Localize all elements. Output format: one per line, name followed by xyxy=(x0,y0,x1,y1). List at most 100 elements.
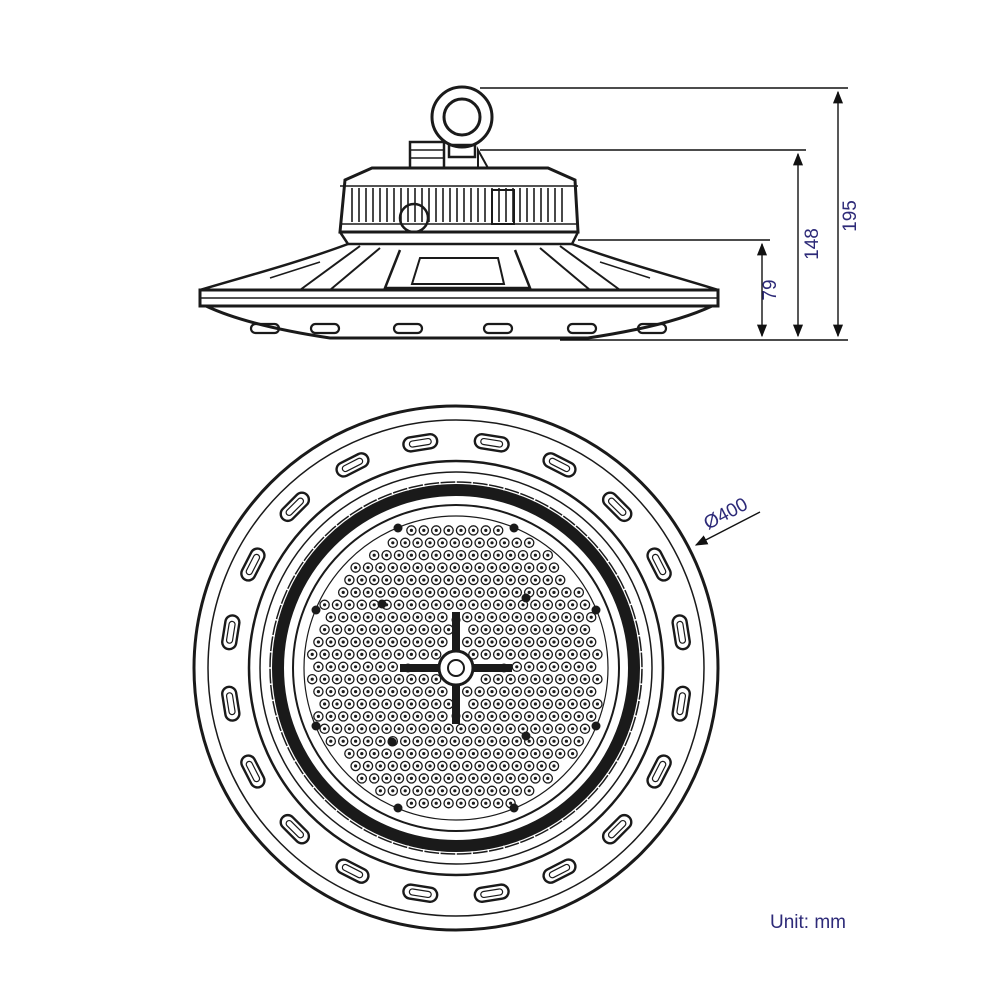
led xyxy=(387,760,399,772)
frame-tick xyxy=(345,510,352,518)
led xyxy=(375,636,386,648)
led xyxy=(530,549,541,561)
led xyxy=(468,574,479,586)
frame-tick xyxy=(281,745,290,750)
vent-slot xyxy=(636,322,668,335)
led xyxy=(387,711,399,722)
led xyxy=(455,797,467,809)
led xyxy=(437,785,448,797)
vent-slot xyxy=(279,813,311,845)
led xyxy=(536,587,547,598)
led xyxy=(492,698,504,710)
frame-tick xyxy=(374,493,379,502)
led xyxy=(554,599,566,611)
led xyxy=(350,735,361,747)
led xyxy=(511,686,523,697)
dim-body-height: 148 xyxy=(802,228,823,260)
led xyxy=(530,748,541,759)
led xyxy=(573,661,585,673)
led xyxy=(517,574,529,586)
led xyxy=(548,661,560,673)
outer-ring xyxy=(192,404,720,932)
led xyxy=(399,611,411,623)
center-cross xyxy=(400,612,512,724)
led xyxy=(499,537,510,549)
vent-slot xyxy=(309,322,341,335)
frame-tick xyxy=(289,571,298,577)
led xyxy=(375,711,386,722)
led xyxy=(350,562,361,573)
led xyxy=(567,599,578,611)
frame-tick xyxy=(606,557,614,564)
led xyxy=(492,673,504,685)
frame-tick xyxy=(270,714,279,719)
led xyxy=(344,723,355,735)
led xyxy=(523,785,535,797)
led xyxy=(443,797,454,809)
led xyxy=(468,773,479,784)
led xyxy=(579,698,591,710)
led xyxy=(443,748,454,759)
led xyxy=(406,773,417,784)
frame-tick xyxy=(275,601,284,606)
led xyxy=(430,525,442,536)
led xyxy=(331,673,343,685)
screw xyxy=(387,737,397,747)
led xyxy=(523,661,535,673)
frame-tick xyxy=(270,617,279,622)
led xyxy=(486,760,498,772)
led xyxy=(424,611,436,623)
led xyxy=(356,624,368,635)
led xyxy=(542,574,554,586)
led xyxy=(325,611,337,623)
led xyxy=(375,661,386,673)
led xyxy=(424,785,436,797)
led xyxy=(337,686,349,697)
led xyxy=(337,611,349,623)
led xyxy=(517,698,529,710)
cooling-fins xyxy=(351,188,563,222)
frame-tick xyxy=(421,478,425,487)
led xyxy=(579,649,591,660)
led xyxy=(319,599,330,611)
led xyxy=(579,599,591,611)
housing-ribs xyxy=(199,242,719,292)
led xyxy=(492,525,504,536)
screw xyxy=(509,523,519,533)
base-ring xyxy=(198,288,720,340)
led xyxy=(325,686,337,697)
led xyxy=(486,785,498,797)
frame-tick xyxy=(308,544,316,551)
led xyxy=(492,773,504,784)
led xyxy=(306,649,318,660)
led xyxy=(313,661,324,673)
screw xyxy=(311,605,321,615)
screw xyxy=(521,731,531,741)
led xyxy=(542,624,554,635)
led xyxy=(424,562,436,573)
led xyxy=(567,649,578,660)
led xyxy=(592,649,603,660)
frame-tick xyxy=(359,501,365,510)
led xyxy=(474,760,485,772)
led xyxy=(387,587,399,598)
led xyxy=(511,735,523,747)
led xyxy=(375,760,386,772)
led xyxy=(480,525,492,536)
led xyxy=(381,673,392,685)
led xyxy=(437,611,448,623)
led xyxy=(319,624,330,635)
led xyxy=(449,785,461,797)
led xyxy=(406,549,417,561)
frame-tick xyxy=(487,849,491,858)
led xyxy=(313,636,324,648)
led xyxy=(449,735,461,747)
frame-tick xyxy=(622,745,631,750)
led xyxy=(412,785,423,797)
led xyxy=(387,636,399,648)
led xyxy=(492,599,504,611)
led xyxy=(486,587,498,598)
vent-slot xyxy=(402,433,439,453)
led xyxy=(480,649,492,660)
led xyxy=(362,636,374,648)
